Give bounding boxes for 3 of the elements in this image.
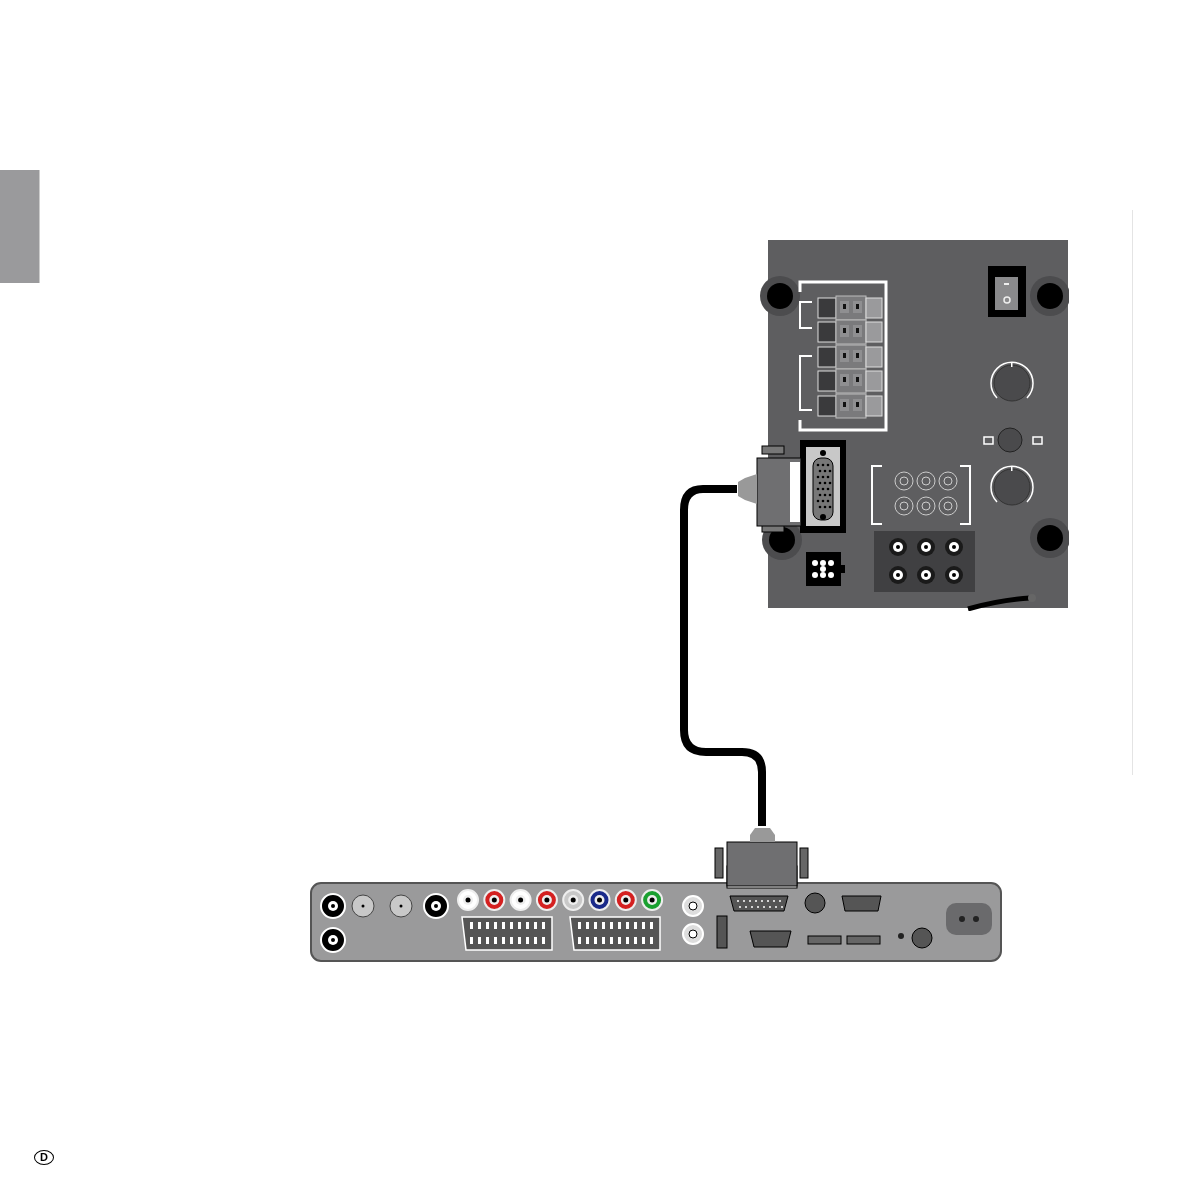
cable	[680, 485, 766, 826]
tv-connection-panel-drawing	[309, 826, 1003, 963]
subwoofer-panel-drawing	[737, 240, 1069, 611]
